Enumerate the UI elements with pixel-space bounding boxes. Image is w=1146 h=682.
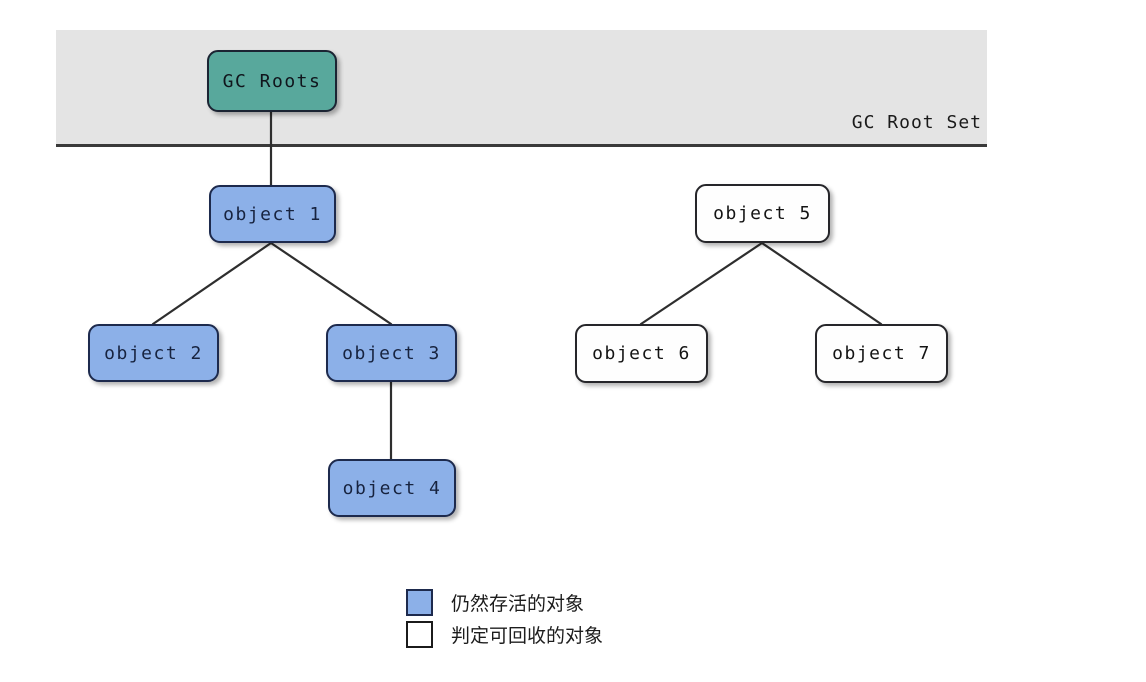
legend-label: 判定可回收的对象 xyxy=(451,624,604,647)
legend-label: 仍然存活的对象 xyxy=(451,592,585,615)
edge-object-1-to-object-2 xyxy=(151,241,273,326)
node-label: object 7 xyxy=(832,343,931,364)
edge-object-5-to-object-7 xyxy=(760,241,883,326)
node-label: object 5 xyxy=(713,203,812,224)
legend: 仍然存活的对象判定可回收的对象 xyxy=(406,586,603,650)
gc-root-set-label: GC Root Set xyxy=(851,112,982,133)
legend-swatch-dead-icon xyxy=(406,620,433,648)
edge-object-1-to-object-3 xyxy=(269,241,393,326)
node-object-4[interactable]: object 4 xyxy=(328,459,456,517)
node-label: object 4 xyxy=(342,477,442,499)
node-object-1[interactable]: object 1 xyxy=(209,185,336,243)
legend-swatch-alive-icon xyxy=(406,588,433,616)
node-label: object 3 xyxy=(342,342,441,364)
node-object-3[interactable]: object 3 xyxy=(326,324,457,382)
legend-row-alive: 仍然存活的对象 xyxy=(406,586,603,618)
node-label: object 6 xyxy=(592,343,691,364)
node-label: GC Roots xyxy=(222,70,322,92)
node-label: object 1 xyxy=(223,203,322,225)
legend-row-dead: 判定可回收的对象 xyxy=(406,618,603,650)
node-object-5[interactable]: object 5 xyxy=(695,184,830,243)
edge-object-5-to-object-6 xyxy=(639,241,764,326)
node-gc-roots[interactable]: GC Roots xyxy=(207,50,337,112)
gc-root-set-divider xyxy=(56,144,987,147)
node-object-2[interactable]: object 2 xyxy=(88,324,219,382)
node-object-7[interactable]: object 7 xyxy=(815,324,948,383)
node-label: object 2 xyxy=(104,342,203,364)
node-object-6[interactable]: object 6 xyxy=(575,324,708,383)
